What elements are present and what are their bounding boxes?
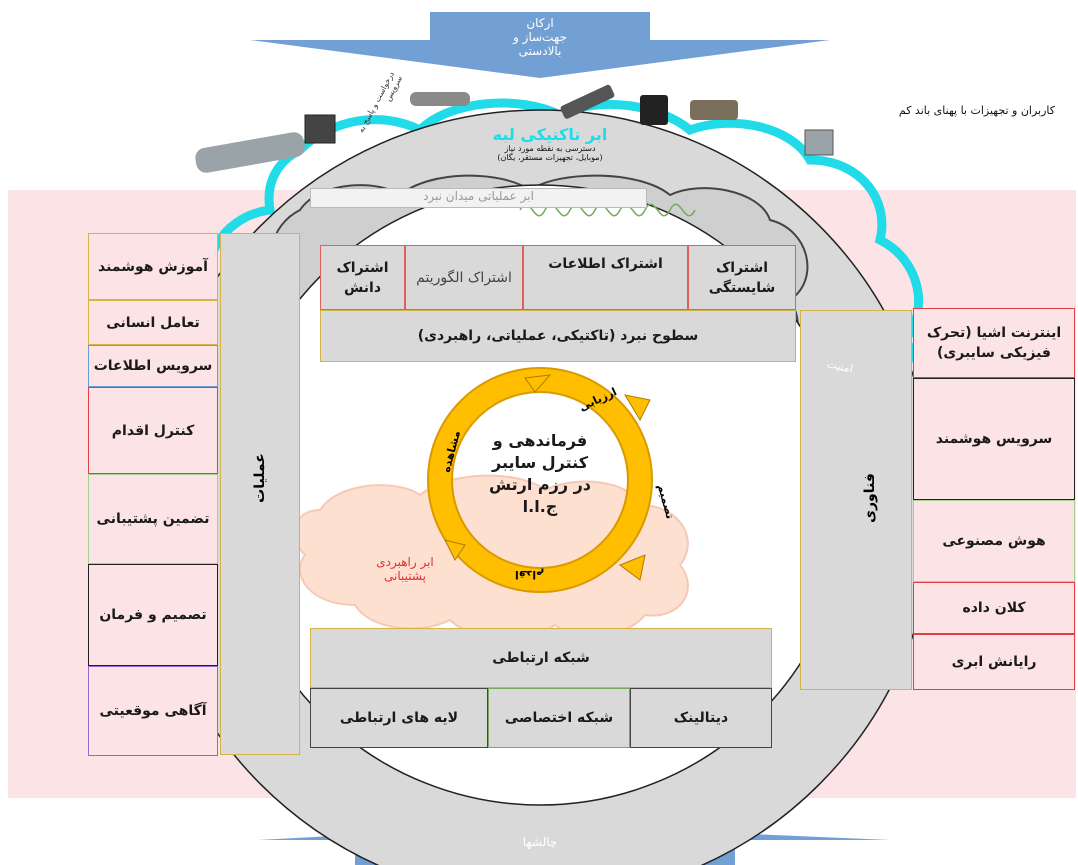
cloud-computing-box: رایانش ابری <box>913 634 1075 690</box>
tactical-cloud-subtitle1: دسترسی به نقطه مورد نیاز <box>504 144 596 153</box>
information-service-box: سرویس اطلاعات <box>88 345 218 387</box>
center-line2: کنترل سایبر <box>491 453 588 472</box>
artificial-intelligence-box: هوش مصنوعی <box>913 500 1075 582</box>
cycle-arrow-2 <box>618 554 646 581</box>
situational-awareness-box: آگاهی موقعیتی <box>88 666 218 756</box>
center-line4: ج.ا.ا <box>522 497 558 516</box>
tactical-cloud-subtitle2: (موبایل، تجهیزات مستقر، یگان) <box>497 153 603 162</box>
private-network-box: شبکه اختصاصی <box>488 688 630 748</box>
cycle-arrow-4 <box>524 374 552 393</box>
human-interaction-box: تعامل انسانی <box>88 300 218 345</box>
tactical-cloud-label: ابر تاکتیکی لبه دسترسی به نقطه مورد نیاز… <box>480 125 620 162</box>
top-arrow-label: ارکان جهت‌ساز و بالادستی <box>470 16 610 58</box>
bottom-arrow-label: چالشها <box>522 835 558 849</box>
communication-network-box: شبکه ارتباطی <box>310 628 772 688</box>
operational-cloud-title: ابر عملیاتی میدان نبرد <box>310 188 647 208</box>
smart-training-box: آموزش هوشمند <box>88 233 218 300</box>
operations-column <box>220 233 300 755</box>
battle-levels-box: سطوح نبرد (تاکتیکی، عملیاتی، راهبردی) <box>320 310 796 362</box>
competency-sharing-box: اشتراک شایستگی <box>688 245 796 310</box>
algorithm-sharing-box: اشتراک الگوریتم <box>405 245 523 310</box>
drone-icon <box>410 92 470 106</box>
computer-icon <box>804 129 834 156</box>
knowledge-sharing-box: اشتراک دانش <box>320 245 405 310</box>
operations-label: عملیات <box>252 453 268 503</box>
technology-label: فناوری <box>862 473 878 523</box>
datalink-box: دیتالینک <box>630 688 772 748</box>
action-control-box: کنترل اقدام <box>88 387 218 474</box>
support-assurance-box: تضمین پشتیبانی <box>88 474 218 564</box>
tactical-cloud-title: ابر تاکتیکی لبه <box>492 125 608 144</box>
cycle-arrow-1 <box>623 394 651 422</box>
strategic-cloud-line2: پشتیبانی <box>384 569 426 583</box>
vehicle-icon <box>690 100 738 120</box>
ipad-icon <box>640 95 668 125</box>
decision-command-box: تصمیم و فرمان <box>88 564 218 666</box>
communication-layers-box: لایه های ارتباطی <box>310 688 488 748</box>
center-title: فرماندهی و کنترل سایبر در رزم ارتش ج.ا.ا <box>460 430 620 518</box>
strategic-cloud-label: ابر راهبردی پشتیبانی <box>345 555 465 583</box>
ship-icon <box>195 132 305 173</box>
top-arrow-line3: بالادستی <box>518 44 562 58</box>
devices-caption: کاربران و تجهیزات با پهنای باند کم <box>898 104 1055 117</box>
strategic-cloud-line1: ابر راهبردی <box>376 555 434 569</box>
iot-box: اینترنت اشیا (تحرک فیزیکی سایبری) <box>913 308 1075 378</box>
big-data-box: کلان داده <box>913 582 1075 634</box>
center-line3: در رزم ارتش <box>488 475 592 494</box>
satellite-icon <box>560 84 615 119</box>
center-line1: فرماندهی و <box>492 431 588 450</box>
information-sharing-box: اشتراک اطلاعات <box>523 245 688 310</box>
smart-service-box: سرویس هوشمند <box>913 378 1075 500</box>
top-arrow-line1: ارکان <box>526 16 554 30</box>
cycle-label-act: اقدام <box>515 568 545 581</box>
technology-column <box>800 310 912 690</box>
cycle-arrow-3 <box>444 539 466 561</box>
top-down-arrow <box>250 12 830 78</box>
tablet-icon <box>304 114 336 144</box>
top-arrow-line2: جهت‌ساز و <box>513 30 567 44</box>
